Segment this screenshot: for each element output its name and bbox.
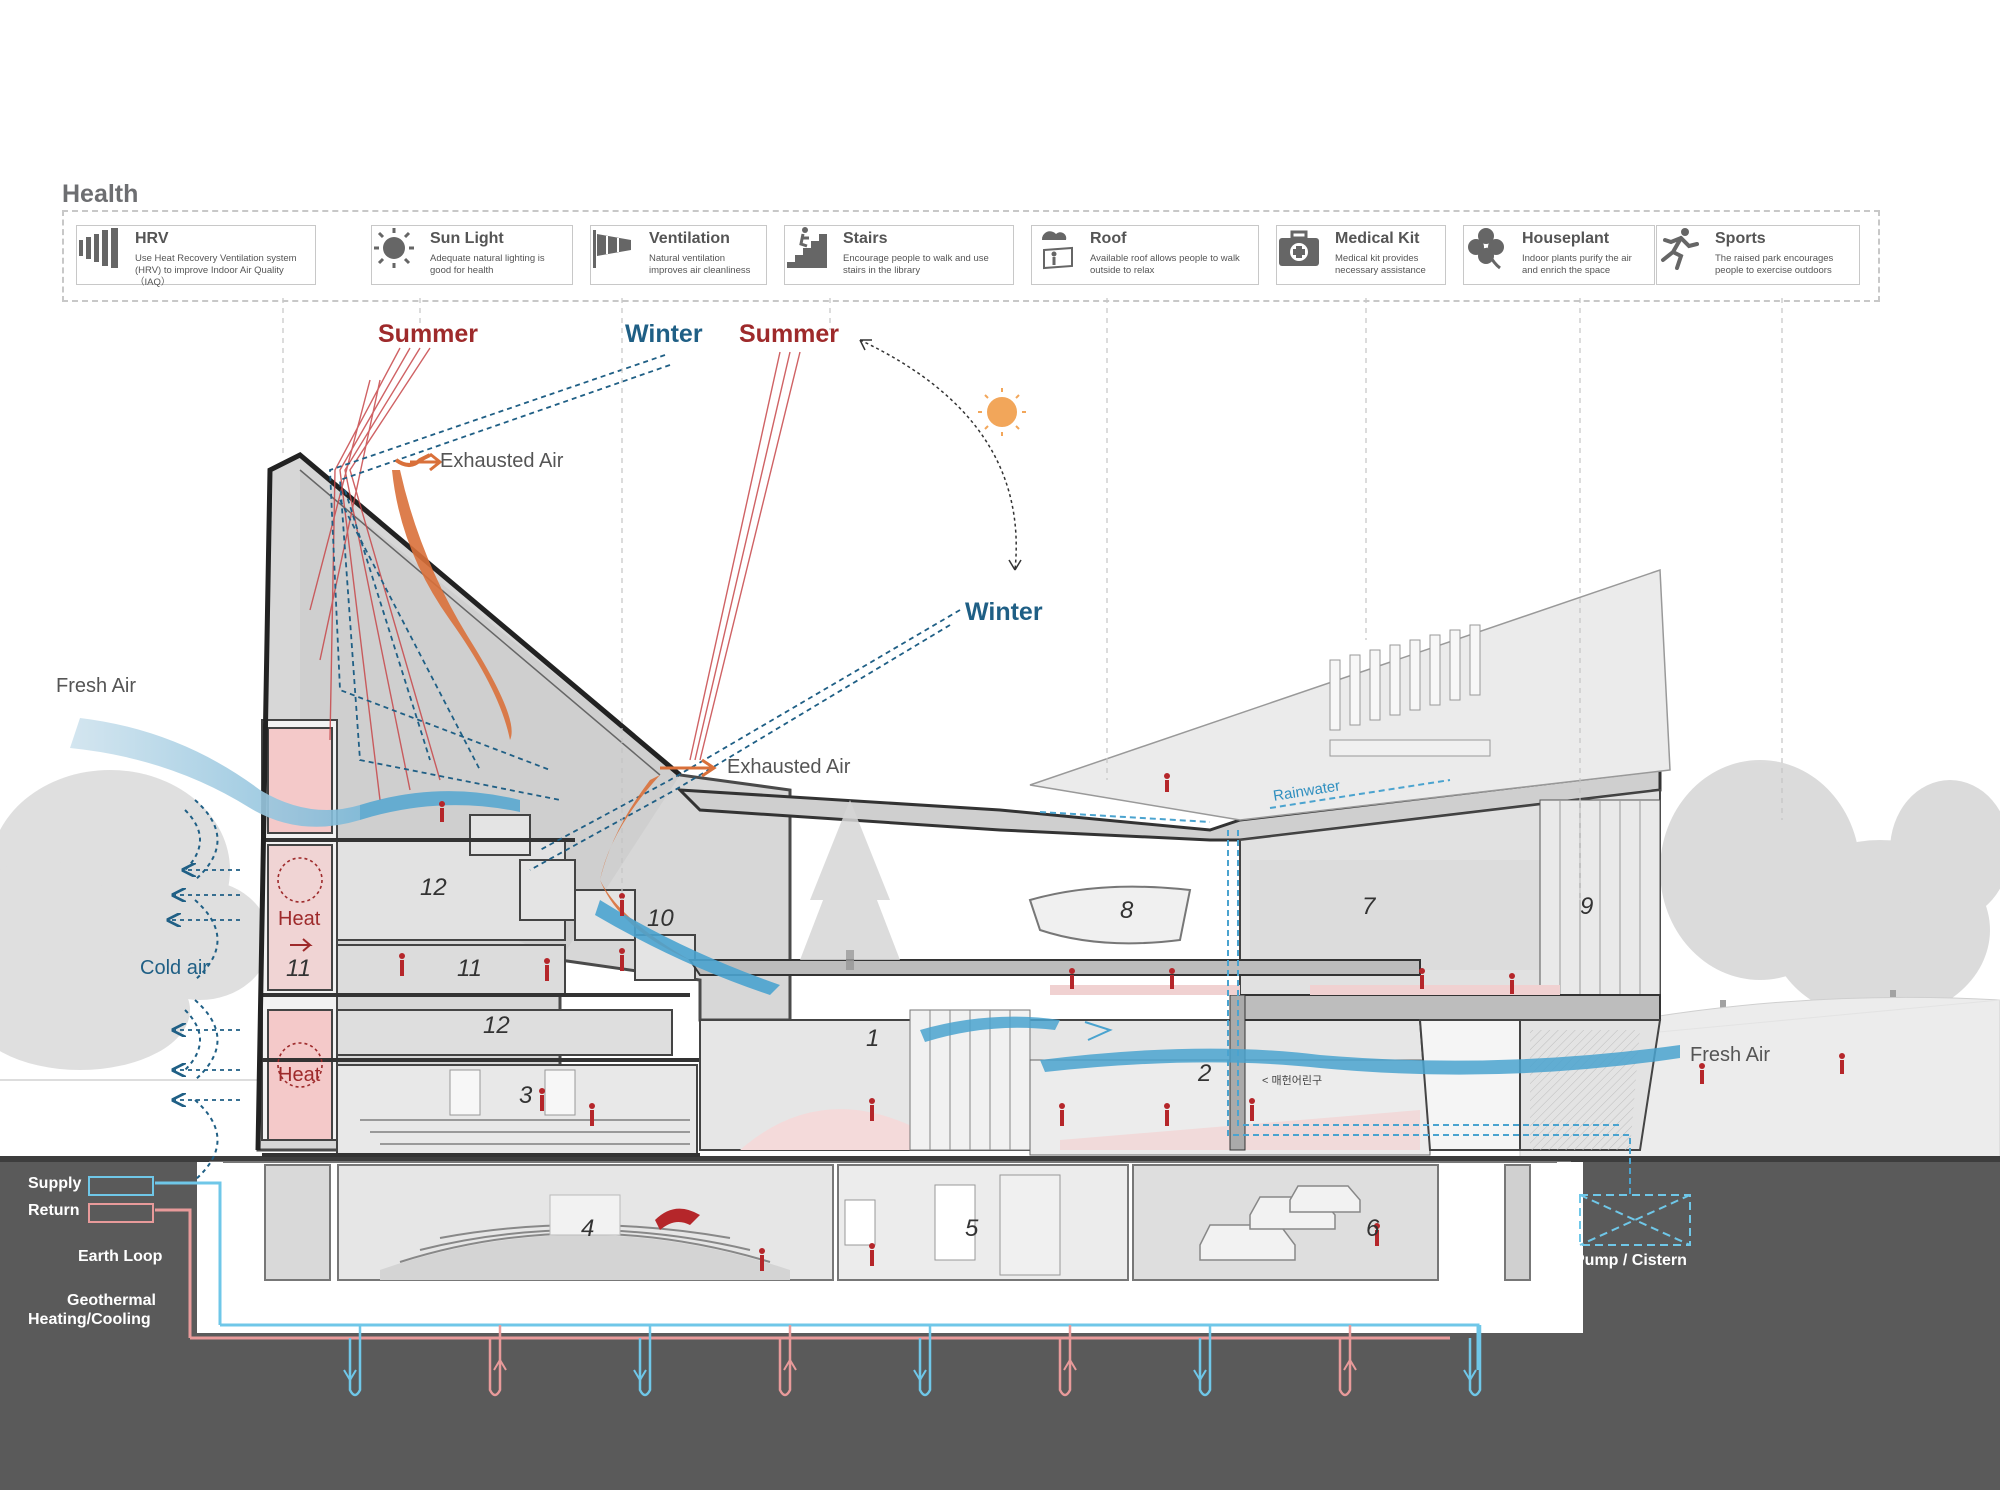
health-item-title: Sports	[1715, 230, 1766, 247]
sun-path-arc	[859, 339, 1017, 571]
guide-lines	[282, 298, 1783, 900]
health-card-ventilation: Ventilation Natural ventilation improves…	[590, 225, 767, 285]
health-card-roof: Roof Available roof allows people to wal…	[1031, 225, 1259, 285]
space-number-4: 4	[581, 1215, 595, 1242]
space-number-7: 7	[1362, 893, 1376, 920]
health-item-title: Roof	[1090, 230, 1127, 247]
health-item-title: Medical Kit	[1335, 230, 1420, 247]
hrv-icon	[79, 228, 118, 268]
health-item-desc: Available roof allows people to walk out…	[1090, 253, 1240, 276]
cars	[1199, 1185, 1361, 1261]
health-item-desc: Natural ventilation improves air cleanli…	[649, 253, 751, 276]
space-number-5: 5	[965, 1215, 979, 1242]
space-number-9: 9	[1580, 893, 1594, 920]
winter-label-1: Winter	[625, 320, 703, 348]
exhausted-air-label-1: Exhausted Air	[440, 450, 564, 472]
return-label: Return	[28, 1202, 80, 1219]
space-number-6: 6	[1366, 1215, 1380, 1242]
health-item-title: Ventilation	[649, 230, 730, 247]
health-item-desc: Use Heat Recovery Ventilation system (HR…	[135, 253, 297, 288]
heat-label-1: Heat	[278, 908, 321, 930]
health-card-sports: Sports The raised park encourages people…	[1656, 225, 1860, 285]
health-item-desc: The raised park encourages people to exe…	[1715, 253, 1834, 276]
loop-arrows	[343, 1359, 1477, 1381]
sun-icon	[374, 228, 414, 268]
health-title: Health	[62, 180, 139, 208]
space-number-11a: 11	[286, 955, 311, 982]
space-number-12b: 12	[483, 1012, 510, 1039]
health-panel	[62, 210, 1880, 302]
supply-label: Supply	[28, 1175, 82, 1192]
pump-cistern-box	[1579, 1194, 1691, 1246]
return-box	[88, 1203, 154, 1223]
clover-icon	[1468, 228, 1504, 270]
space-number-2: 2	[1198, 1060, 1212, 1087]
rainwater-lines	[1039, 779, 1631, 1195]
sun-symbol	[978, 388, 1026, 436]
roof-icon	[1041, 231, 1073, 270]
space-number-8: 8	[1120, 897, 1134, 924]
geothermal-loop	[155, 1181, 1480, 1370]
stairs-icon	[787, 227, 827, 268]
space-number-3: 3	[519, 1082, 533, 1109]
summer-rays	[309, 347, 801, 801]
health-card-stairs: Stairs Encourage people to walk and use …	[784, 225, 1014, 285]
space-number-12a: 12	[420, 874, 447, 901]
geothermal-label-2: Heating/Cooling	[28, 1311, 151, 1328]
seats-3	[360, 1119, 690, 1145]
health-card-sun-light: Sun Light Adequate natural lighting is g…	[371, 225, 573, 285]
earth-loops	[348, 1325, 1482, 1397]
winter-rays	[329, 354, 961, 871]
supply-box	[88, 1176, 154, 1196]
geothermal-label-1: Geothermal	[67, 1292, 156, 1309]
health-item-title: Sun Light	[430, 230, 504, 247]
warm-plume-1	[392, 470, 512, 740]
winter-label-2: Winter	[965, 598, 1043, 626]
health-item-desc: Medical kit provides necessary assistanc…	[1335, 253, 1426, 276]
korean-sign: < 매헌어린구	[1262, 1075, 1323, 1087]
health-card-medical-kit: Medical Kit Medical kit provides necessa…	[1276, 225, 1446, 285]
earth-loop-label: Earth Loop	[78, 1248, 163, 1265]
heat-label-2: Heat	[278, 1064, 321, 1086]
health-item-desc: Encourage people to walk and use stairs …	[843, 253, 989, 276]
facade-windows	[1329, 624, 1491, 757]
health-item-title: HRV	[135, 230, 169, 247]
medical-kit-icon	[1279, 230, 1319, 266]
pump-cistern-label: Pump / Cistern	[1574, 1252, 1687, 1269]
auditorium-seats	[380, 1194, 790, 1280]
health-item-desc: Adequate natural lighting is good for he…	[430, 253, 545, 276]
space-number-10: 10	[647, 905, 674, 932]
health-item-title: Houseplant	[1522, 230, 1610, 247]
fresh-air-label-2: Fresh Air	[1690, 1044, 1771, 1066]
windsock-icon	[593, 230, 631, 268]
people	[399, 773, 1845, 1271]
trees-right	[1660, 760, 2000, 1050]
fresh-air-label-1: Fresh Air	[56, 675, 137, 697]
health-card-hrv: HRV Use Heat Recovery Ventilation system…	[76, 225, 316, 288]
fresh-air-stream	[70, 718, 360, 827]
health-item-title: Stairs	[843, 230, 888, 247]
space-number-1: 1	[866, 1025, 880, 1052]
summer-label-1: Summer	[378, 320, 479, 348]
cold-air-label: Cold air	[140, 957, 209, 979]
trees-left	[0, 770, 270, 1070]
exhausted-air-label-2: Exhausted Air	[727, 756, 851, 778]
health-card-houseplant: Houseplant Indoor plants purify the air …	[1463, 225, 1655, 285]
cold-air-swirls	[184, 799, 219, 1181]
runner-icon	[1661, 228, 1699, 270]
health-item-desc: Indoor plants purify the air and enrich …	[1522, 253, 1632, 276]
summer-label-2: Summer	[739, 320, 840, 348]
space-number-11b: 11	[457, 955, 482, 982]
